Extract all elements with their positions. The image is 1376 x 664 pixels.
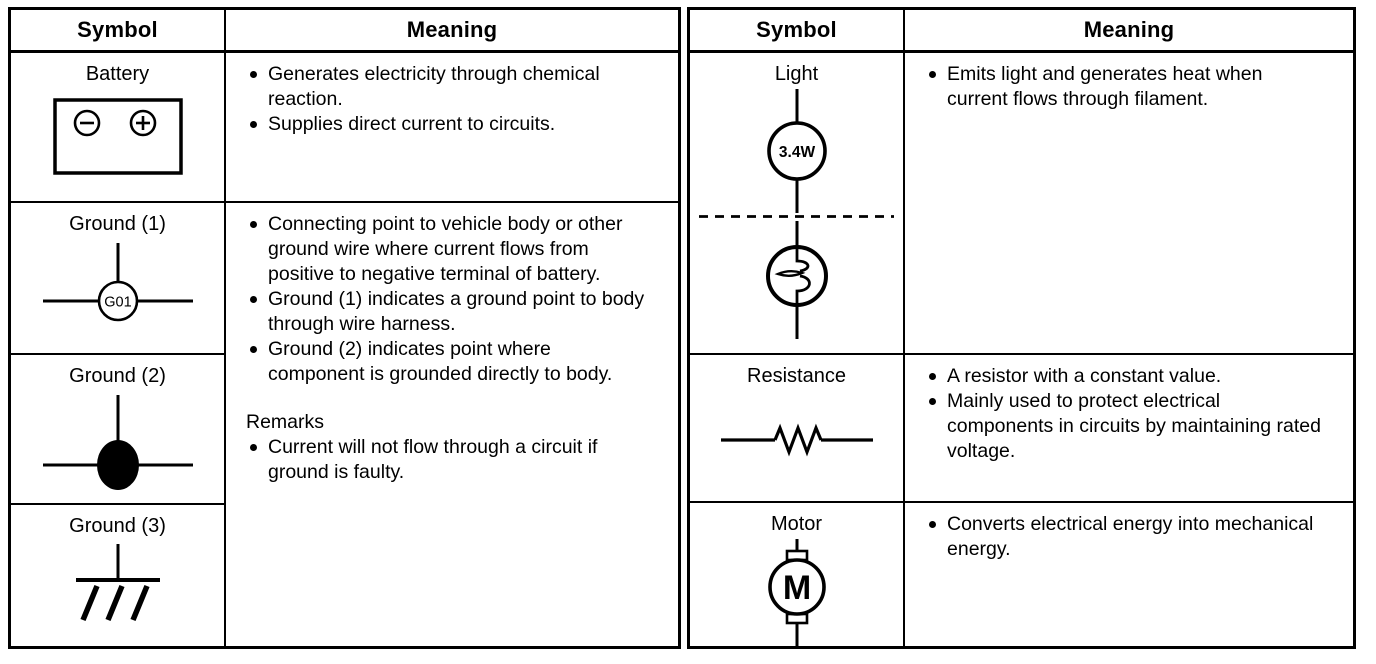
left-table-header: Symbol Meaning [11, 10, 678, 53]
meaning-bullet: Generates electricity through chemical r… [246, 62, 652, 112]
battery-symbol-icon [52, 98, 183, 175]
remarks-list: Current will not flow through a circuit … [246, 435, 652, 485]
battery-symbol-cell: Battery [11, 53, 226, 201]
light-row: Light 3.4W [690, 53, 1353, 355]
battery-row: Battery Generates electricity through ch… [11, 53, 678, 203]
ground1-point-id: G01 [104, 295, 131, 311]
light-bulb-filament-icon [765, 221, 828, 339]
motor-row: Motor M Converts electrical energy into … [690, 503, 1353, 649]
meaning-bullet: Supplies direct current to circuits. [246, 112, 652, 137]
battery-label: Battery [85, 63, 150, 85]
motor-symbol-icon: M [767, 539, 826, 647]
meaning-bullet: Current will not flow through a circuit … [246, 435, 652, 485]
ground2-symbol-cell: Ground (2) [11, 353, 224, 503]
light-meaning-list: Emits light and generates heat when curr… [925, 62, 1327, 112]
ground-symbol-column: Ground (1) G01 Ground (2) [11, 203, 226, 646]
right-table-header: Symbol Meaning [690, 10, 1353, 53]
right-header-meaning: Meaning [1083, 17, 1175, 42]
battery-meaning-list: Generates electricity through chemical r… [246, 62, 652, 137]
ground2-symbol-icon [42, 395, 193, 490]
resistance-symbol-cell: Resistance [690, 355, 905, 501]
ground1-label: Ground (1) [69, 213, 166, 235]
motor-label: Motor [770, 513, 823, 535]
motor-symbol-cell: Motor M [690, 503, 905, 649]
ground-meaning-cell: Connecting point to vehicle body or othe… [226, 203, 678, 646]
meaning-bullet: Emits light and generates heat when curr… [925, 62, 1327, 112]
left-header-symbol: Symbol [11, 10, 226, 50]
meaning-bullet: Connecting point to vehicle body or othe… [246, 212, 652, 287]
ground-meaning-list: Connecting point to vehicle body or othe… [246, 212, 652, 387]
light-cell-divider [699, 214, 894, 219]
meaning-bullet: Ground (2) indicates point where compone… [246, 337, 652, 387]
right-header-symbol: Symbol [690, 10, 905, 50]
light-label: Light [774, 63, 819, 85]
ground3-label: Ground (3) [69, 515, 166, 537]
light-symbol-cell: Light 3.4W [690, 53, 905, 353]
resistance-label: Resistance [747, 365, 846, 387]
ground1-symbol-icon: G01 [42, 243, 193, 322]
motor-meaning-cell: Converts electrical energy into mechanic… [905, 503, 1353, 649]
resistance-row: Resistance A resistor with a constant va… [690, 355, 1353, 503]
resistor-symbol-icon [720, 423, 873, 457]
resistance-meaning-list: A resistor with a constant value. Mainly… [925, 364, 1327, 464]
light-wattage: 3.4W [778, 144, 815, 161]
light-bulb-watt-icon: 3.4W [766, 89, 827, 213]
resistance-meaning-cell: A resistor with a constant value. Mainly… [905, 355, 1353, 501]
meaning-bullet: Converts electrical energy into mechanic… [925, 512, 1327, 562]
ground3-symbol-icon [75, 544, 160, 622]
meaning-bullet: Mainly used to protect electrical compon… [925, 389, 1327, 464]
ground2-label: Ground (2) [69, 365, 166, 387]
battery-meaning-cell: Generates electricity through chemical r… [226, 53, 678, 201]
ground3-symbol-cell: Ground (3) [11, 503, 224, 626]
remarks-heading: Remarks [246, 411, 325, 433]
meaning-bullet: Ground (1) indicates a ground point to b… [246, 287, 652, 337]
right-symbol-table: Symbol Meaning Light 3.4W [687, 7, 1356, 649]
ground-rows: Ground (1) G01 Ground (2) [11, 203, 678, 646]
ground1-symbol-cell: Ground (1) G01 [11, 203, 224, 353]
symbol-tables: Symbol Meaning Battery [8, 7, 1356, 649]
light-meaning-cell: Emits light and generates heat when curr… [905, 53, 1353, 353]
left-header-meaning: Meaning [406, 17, 498, 42]
motor-meaning-list: Converts electrical energy into mechanic… [925, 512, 1327, 562]
motor-letter: M [782, 569, 810, 607]
meaning-bullet: A resistor with a constant value. [925, 364, 1327, 389]
left-symbol-table: Symbol Meaning Battery [8, 7, 681, 649]
